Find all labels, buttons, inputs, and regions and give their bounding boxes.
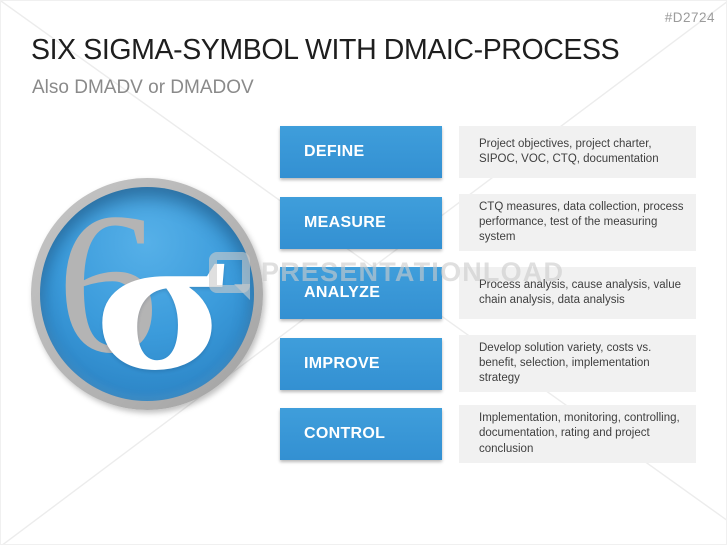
step-description: Implementation, monitoring, controlling,… [479, 412, 680, 455]
step-label: DEFINE [304, 143, 365, 160]
process-row-measure: MEASURE CTQ measures, data collection, p… [280, 193, 696, 252]
sigma-glyph: σ [93, 191, 226, 412]
step-box-improve: IMPROVE [280, 337, 442, 390]
step-box-measure: MEASURE [280, 196, 442, 249]
process-row-define: DEFINE Project objectives, project chart… [280, 126, 696, 178]
step-label: MEASURE [304, 213, 387, 231]
step-box-define: DEFINE [280, 126, 442, 178]
six-sigma-emblem: 6 σ [31, 178, 263, 410]
six-glyph: 6 [57, 171, 158, 395]
page-subtitle: Also DMADV or DMADOV [32, 77, 254, 98]
step-description-box-analyze: Process analysis, cause analysis, value … [459, 267, 696, 319]
step-description-box-improve: Develop solution variety, costs vs. bene… [459, 334, 696, 393]
step-description-box-measure: CTQ measures, data collection, process p… [459, 193, 696, 252]
slide-id: #D2724 [664, 10, 715, 25]
step-box-control: CONTROL [280, 408, 442, 460]
step-description: Develop solution variety, costs vs. bene… [479, 341, 652, 385]
process-row-analyze: ANALYZE Process analysis, cause analysis… [280, 267, 696, 319]
step-label: ANALYZE [304, 284, 381, 301]
process-row-control: CONTROL Implementation, monitoring, cont… [280, 405, 696, 463]
step-description-box-define: Project objectives, project charter, SIP… [459, 126, 696, 178]
step-box-analyze: ANALYZE [280, 267, 442, 319]
six-sigma-emblem-face [40, 187, 254, 401]
step-label: CONTROL [304, 425, 386, 442]
process-row-improve: IMPROVE Develop solution variety, costs … [280, 334, 696, 393]
dmaic-process-list: DEFINE Project objectives, project chart… [280, 126, 696, 463]
step-label: IMPROVE [304, 354, 380, 372]
step-description: Project objectives, project charter, SIP… [479, 137, 659, 165]
step-description: CTQ measures, data collection, process p… [479, 200, 684, 244]
page-title: SIX SIGMA-SYMBOL WITH DMAIC-PROCESS [31, 34, 620, 66]
step-description: Process analysis, cause analysis, value … [479, 278, 681, 306]
step-description-box-control: Implementation, monitoring, controlling,… [459, 405, 696, 463]
